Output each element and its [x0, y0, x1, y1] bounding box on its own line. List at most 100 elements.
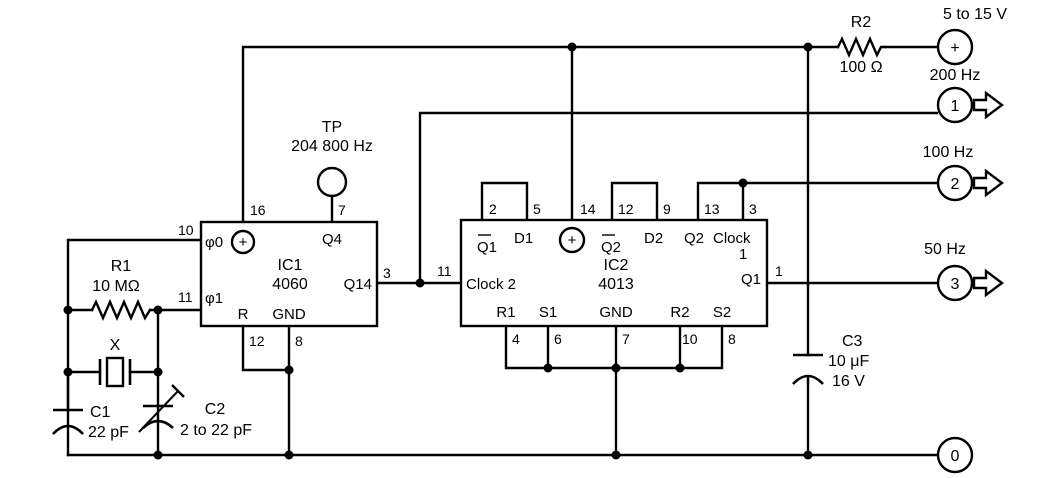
- ground-circle: [936, 436, 974, 474]
- r2-resistor: R2 100 Ω: [836, 14, 887, 76]
- output-200hz: 1 200 Hz: [930, 67, 1004, 124]
- supply-rail: [241, 45, 840, 242]
- ic2-d2-label: D2: [644, 230, 663, 247]
- crystal-name: X: [110, 337, 121, 354]
- ic2-pin-7: 7: [622, 331, 630, 347]
- tp-circle: [316, 166, 348, 198]
- c3-capacitor: C3 10 μF 16 V: [792, 333, 869, 390]
- output-100hz-wire: [696, 181, 939, 222]
- ic1-phi1-label: φ1: [205, 290, 223, 307]
- c1-plate-bottom: [52, 424, 84, 435]
- junction-dot: [803, 450, 813, 460]
- ic2-s1-label: S1: [539, 304, 557, 321]
- ic2-chip: + Q1 D1 Q2 D2 Q2 Clock 1 Clock 2 IC2 401…: [437, 201, 783, 347]
- ic2-pin-8: 8: [728, 331, 736, 347]
- ic2-pin-11: 11: [437, 263, 452, 279]
- c2-name: C2: [205, 401, 226, 418]
- supply-circle: [936, 28, 974, 66]
- ic2-q2bar-label: Q2: [601, 239, 621, 256]
- ic1-name: IC1: [278, 257, 303, 274]
- junction-dot: [284, 450, 294, 460]
- ground-number: 0: [951, 448, 960, 465]
- ic2-pin-10: 10: [682, 331, 698, 347]
- ic2-gnd-label: GND: [599, 304, 633, 321]
- junction-dot: [567, 42, 577, 52]
- c3-plate-bottom: [792, 374, 824, 385]
- junction-dot: [611, 363, 621, 373]
- junction-dot: [284, 365, 294, 375]
- output-100hz: 2 100 Hz: [923, 144, 1004, 202]
- ic2-part: 4013: [598, 276, 634, 293]
- output-50hz: 3 50 Hz: [924, 241, 1004, 302]
- ic1-phi0-label: φ0: [205, 234, 223, 251]
- output-3-number: 3: [951, 276, 960, 293]
- output-2-number: 2: [951, 176, 960, 193]
- junction-dot: [675, 363, 685, 373]
- c3-name: C3: [842, 333, 863, 350]
- output-1-frequency: 200 Hz: [930, 67, 981, 84]
- ic1-plus-label: +: [239, 234, 248, 251]
- ic2-clock-label: Clock: [713, 230, 751, 247]
- test-point: TP 204 800 Hz: [291, 119, 373, 198]
- ic2-pin-13: 13: [704, 201, 720, 217]
- tp-label: TP: [322, 119, 342, 136]
- output-1-arrow-icon: [972, 90, 1004, 120]
- ic2-body: [459, 218, 769, 328]
- r1-name: R1: [111, 258, 132, 275]
- ic1-pin-16: 16: [250, 202, 266, 218]
- ic2-r1-label: R1: [496, 304, 515, 321]
- c3-value: 10 μF: [828, 353, 869, 370]
- ic2-q1-label: Q1: [741, 271, 761, 288]
- ic2-pin-2: 2: [489, 201, 497, 217]
- ic1-pin-7: 7: [338, 202, 346, 218]
- ic2-plus-label: +: [568, 232, 577, 249]
- ground-terminal: 0: [936, 436, 974, 474]
- tp-frequency: 204 800 Hz: [291, 138, 373, 155]
- ic2-pin-6: 6: [554, 331, 562, 347]
- ic2-name: IC2: [604, 257, 629, 274]
- q1bar-d1-loop: [480, 181, 529, 222]
- c1-value: 22 pF: [88, 424, 129, 441]
- ic2-pin-1: 1: [775, 263, 783, 279]
- ic2-r2-label: R2: [670, 304, 689, 321]
- output-2-arrow-icon: [972, 168, 1004, 198]
- junction-dot: [153, 367, 163, 377]
- ic2-vdd-terminal: [558, 226, 586, 254]
- c1-name: C1: [90, 404, 111, 421]
- ic2-pin-9: 9: [663, 201, 671, 217]
- ic1-pin-10: 10: [178, 222, 194, 238]
- c2-value: 2 to 22 pF: [180, 422, 252, 439]
- junction-dot: [63, 305, 73, 315]
- ic1-reset-wire: [241, 324, 291, 372]
- junction-dot: [738, 178, 748, 188]
- crystal-x: X: [98, 337, 132, 388]
- junction-dot: [415, 278, 425, 288]
- ic2-q1bar-label: Q1: [477, 239, 497, 256]
- ic1-chip: + φ0 φ1 Q4 IC1 4060 Q14 R GND 10 16 7 11…: [178, 202, 391, 349]
- output-1-circle: [936, 86, 974, 124]
- output-3-arrow-icon: [972, 268, 1004, 298]
- supply-voltage: 5 to 15 V: [943, 6, 1007, 23]
- ic2-pin-5: 5: [533, 201, 541, 217]
- c3-voltage: 16 V: [832, 373, 865, 390]
- r2-value: 100 Ω: [839, 59, 882, 76]
- ic1-q4-label: Q4: [322, 231, 342, 248]
- ic1-q14-label: Q14: [344, 276, 372, 293]
- ic2-pin-3: 3: [749, 201, 757, 217]
- c2-trimmer-capacitor: C2 2 to 22 pF: [138, 384, 252, 439]
- junction-dot: [803, 42, 813, 52]
- ic2-pin-4: 4: [512, 331, 520, 347]
- r2-zigzag: [836, 36, 887, 58]
- ic2-s2-label: S2: [713, 304, 731, 321]
- junction-dots: [63, 42, 813, 460]
- c1-capacitor: C1 22 pF: [52, 370, 129, 441]
- junction-dot: [153, 450, 163, 460]
- r1-value: 10 MΩ: [92, 278, 140, 295]
- output-1-number: 1: [951, 98, 960, 115]
- ic2-d1-label: D1: [514, 230, 533, 247]
- ic1-pin-3: 3: [383, 265, 391, 281]
- ic1-vdd-terminal: [230, 229, 256, 255]
- output-3-frequency: 50 Hz: [924, 241, 966, 258]
- supply-terminal: + 5 to 15 V: [936, 6, 1007, 66]
- ic2-pin-14: 14: [580, 201, 596, 217]
